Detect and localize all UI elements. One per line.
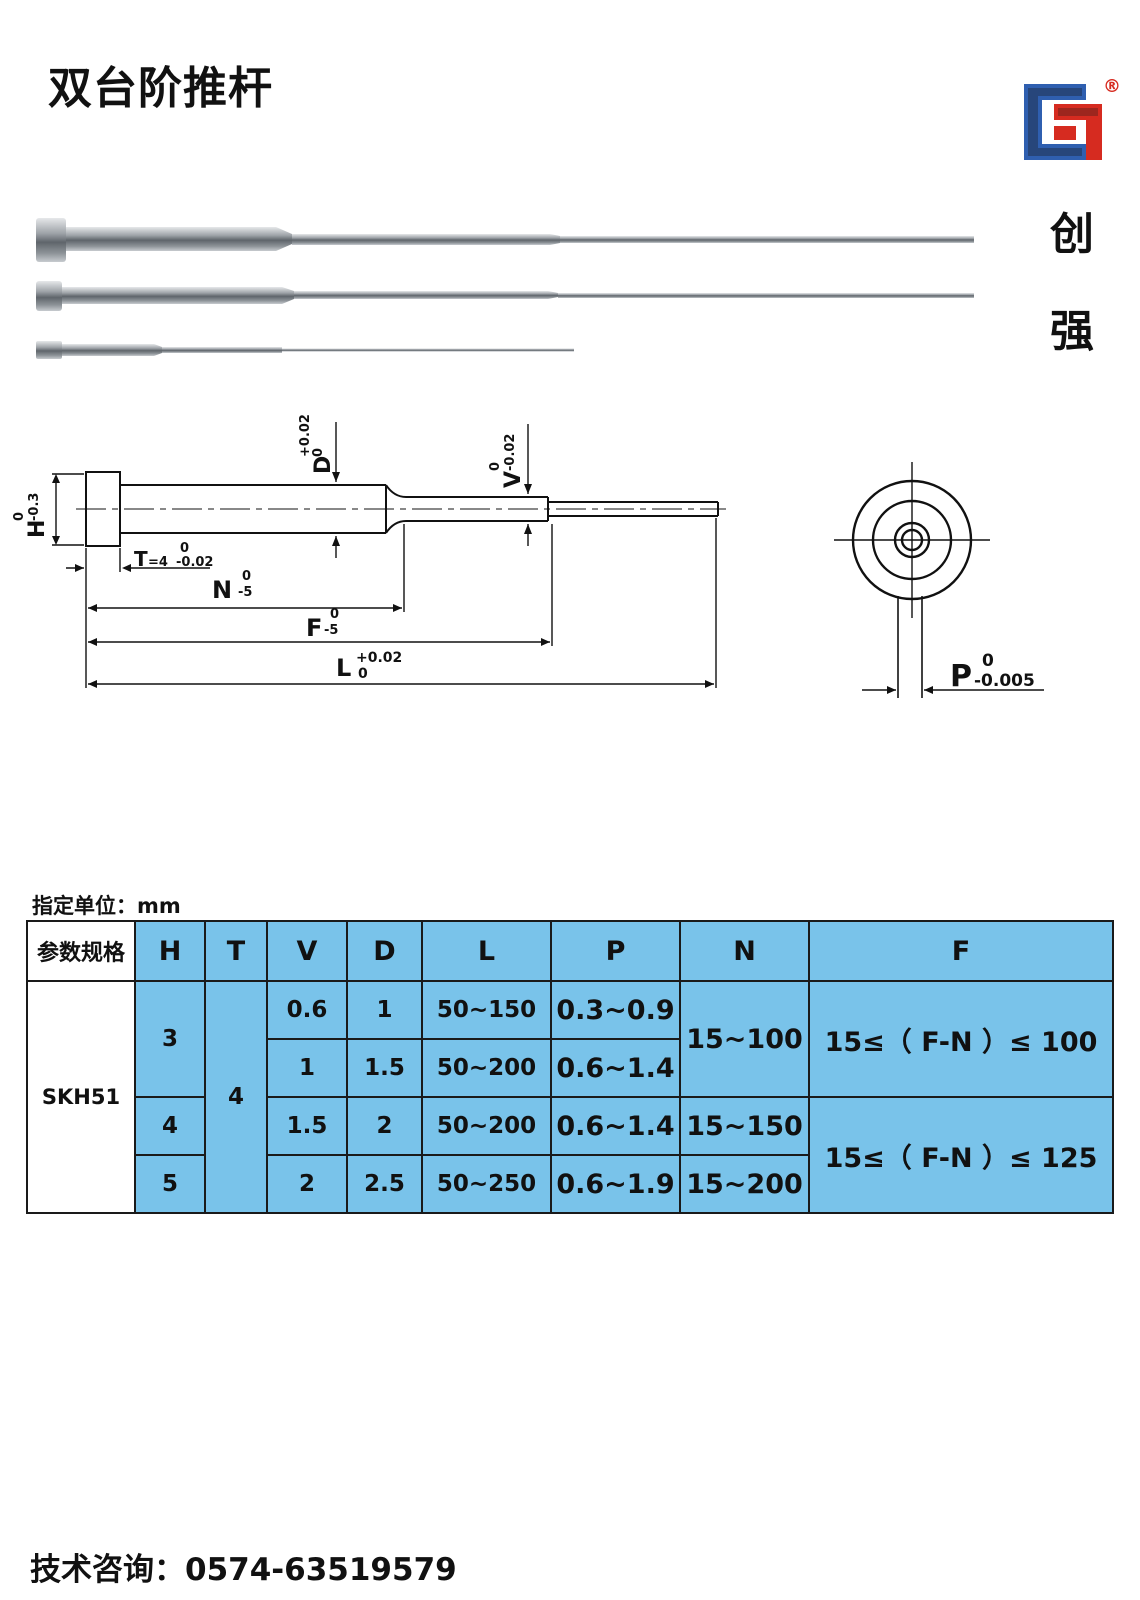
cq-logo-icon xyxy=(1024,84,1102,160)
header-l: L xyxy=(421,920,552,982)
technical-drawing: H 0 -0.3 D +0.02 0 V 0 -0.02 T =4 0 -0.0… xyxy=(12,414,1044,698)
label-t-tol-lower: -0.02 xyxy=(176,555,213,570)
pin1-head xyxy=(36,218,66,262)
pin2-head xyxy=(36,281,62,311)
label-n: N xyxy=(212,576,232,604)
label-h: H xyxy=(25,520,50,538)
label-v: V xyxy=(501,471,526,488)
label-n-tol-upper: 0 xyxy=(242,569,251,584)
p-cell: 0.6~1.4 xyxy=(550,1038,681,1098)
unit-label: 指定单位：mm xyxy=(32,894,181,918)
v-cell: 2 xyxy=(266,1154,348,1214)
label-p-tol-upper: 0 xyxy=(982,651,994,671)
l-cell: 50~250 xyxy=(421,1154,552,1214)
f-cell: 15≤（ F-N ）≤ 125 xyxy=(808,1096,1114,1214)
p-cell: 0.3~0.9 xyxy=(550,980,681,1040)
table-header-row: 参数规格 H T V D L P N F xyxy=(26,920,1114,982)
header-v: V xyxy=(266,920,348,982)
label-p-tol-lower: -0.005 xyxy=(974,671,1035,691)
header-p: P xyxy=(550,920,681,982)
header-h: H xyxy=(134,920,206,982)
brand-char-1: 创 xyxy=(1050,209,1094,260)
label-h-tol-upper: 0 xyxy=(12,512,27,521)
end-view xyxy=(834,462,1044,698)
label-p: P xyxy=(950,659,972,694)
header-t: T xyxy=(204,920,268,982)
registered-mark: ® xyxy=(1103,76,1121,97)
d-cell: 2 xyxy=(346,1096,423,1156)
table-row: 4 1.5 2 50~200 0.6~1.4 15~150 15≤（ F-N ）… xyxy=(27,1096,1114,1214)
label-v-tol-lower: -0.02 xyxy=(503,434,518,471)
l-cell: 50~200 xyxy=(421,1038,552,1098)
label-f-tol-upper: 0 xyxy=(330,607,339,622)
header-n: N xyxy=(679,920,810,982)
n-cell: 15~100 xyxy=(679,980,810,1098)
p-cell: 0.6~1.9 xyxy=(550,1154,681,1214)
l-cell: 50~150 xyxy=(421,980,552,1040)
header-f: F xyxy=(808,920,1114,982)
header-d: D xyxy=(346,920,423,982)
h-cell: 3 xyxy=(134,980,206,1098)
d-cell: 1 xyxy=(346,980,423,1040)
label-l-tol-upper: +0.02 xyxy=(356,650,402,666)
label-n-tol-lower: -5 xyxy=(238,585,252,600)
brand-char-2: 强 xyxy=(1050,306,1094,357)
h-cell: 4 xyxy=(134,1096,206,1156)
v-cell: 1 xyxy=(266,1038,348,1098)
label-d-tol-upper: +0.02 xyxy=(298,414,313,457)
t-cell: 4 xyxy=(204,980,268,1214)
label-t-tol-upper: 0 xyxy=(180,541,189,556)
label-t: T xyxy=(134,547,148,571)
spec-table: 参数规格 H T V D L P N F SKH51 3 4 0.6 1 50~… xyxy=(26,920,1114,1214)
v-cell: 0.6 xyxy=(266,980,348,1040)
label-f-tol-lower: -5 xyxy=(324,623,338,638)
label-v-tol-upper: 0 xyxy=(488,462,503,471)
table-row: SKH51 3 4 0.6 1 50~150 0.3~0.9 15~100 15… xyxy=(26,980,1114,1214)
label-d-tol-lower: 0 xyxy=(311,448,326,457)
d-cell: 1.5 xyxy=(346,1038,423,1098)
label-f: F xyxy=(306,614,322,642)
p-cell: 0.6~1.4 xyxy=(550,1096,681,1156)
f-cell: 15≤（ F-N ）≤ 100 xyxy=(808,980,1114,1098)
material-cell: SKH51 xyxy=(26,980,136,1214)
header-param: 参数规格 xyxy=(26,920,136,982)
n-cell: 15~150 xyxy=(679,1096,810,1156)
v-cell: 1.5 xyxy=(266,1096,348,1156)
ejector-pin-photo xyxy=(36,218,974,359)
label-l: L xyxy=(336,654,351,682)
pin3-head xyxy=(36,341,62,359)
table-row: 5 2 2.5 50~250 0.6~1.9 15~200 xyxy=(27,1154,1113,1214)
label-l-tol-lower: 0 xyxy=(358,666,368,682)
h-cell: 5 xyxy=(134,1154,206,1214)
page-title: 双台阶推杆 xyxy=(48,63,273,114)
d-cell: 2.5 xyxy=(346,1154,423,1214)
n-cell: 15~200 xyxy=(679,1154,810,1214)
l-cell: 50~200 xyxy=(421,1096,552,1156)
table-row: 1 1.5 50~200 0.6~1.4 xyxy=(27,1038,1113,1098)
label-t-value: =4 xyxy=(148,555,168,570)
label-d: D xyxy=(311,456,336,474)
label-h-tol-lower: -0.3 xyxy=(27,493,42,521)
contact-info: 技术咨询：0574-63519579 xyxy=(30,1552,457,1588)
